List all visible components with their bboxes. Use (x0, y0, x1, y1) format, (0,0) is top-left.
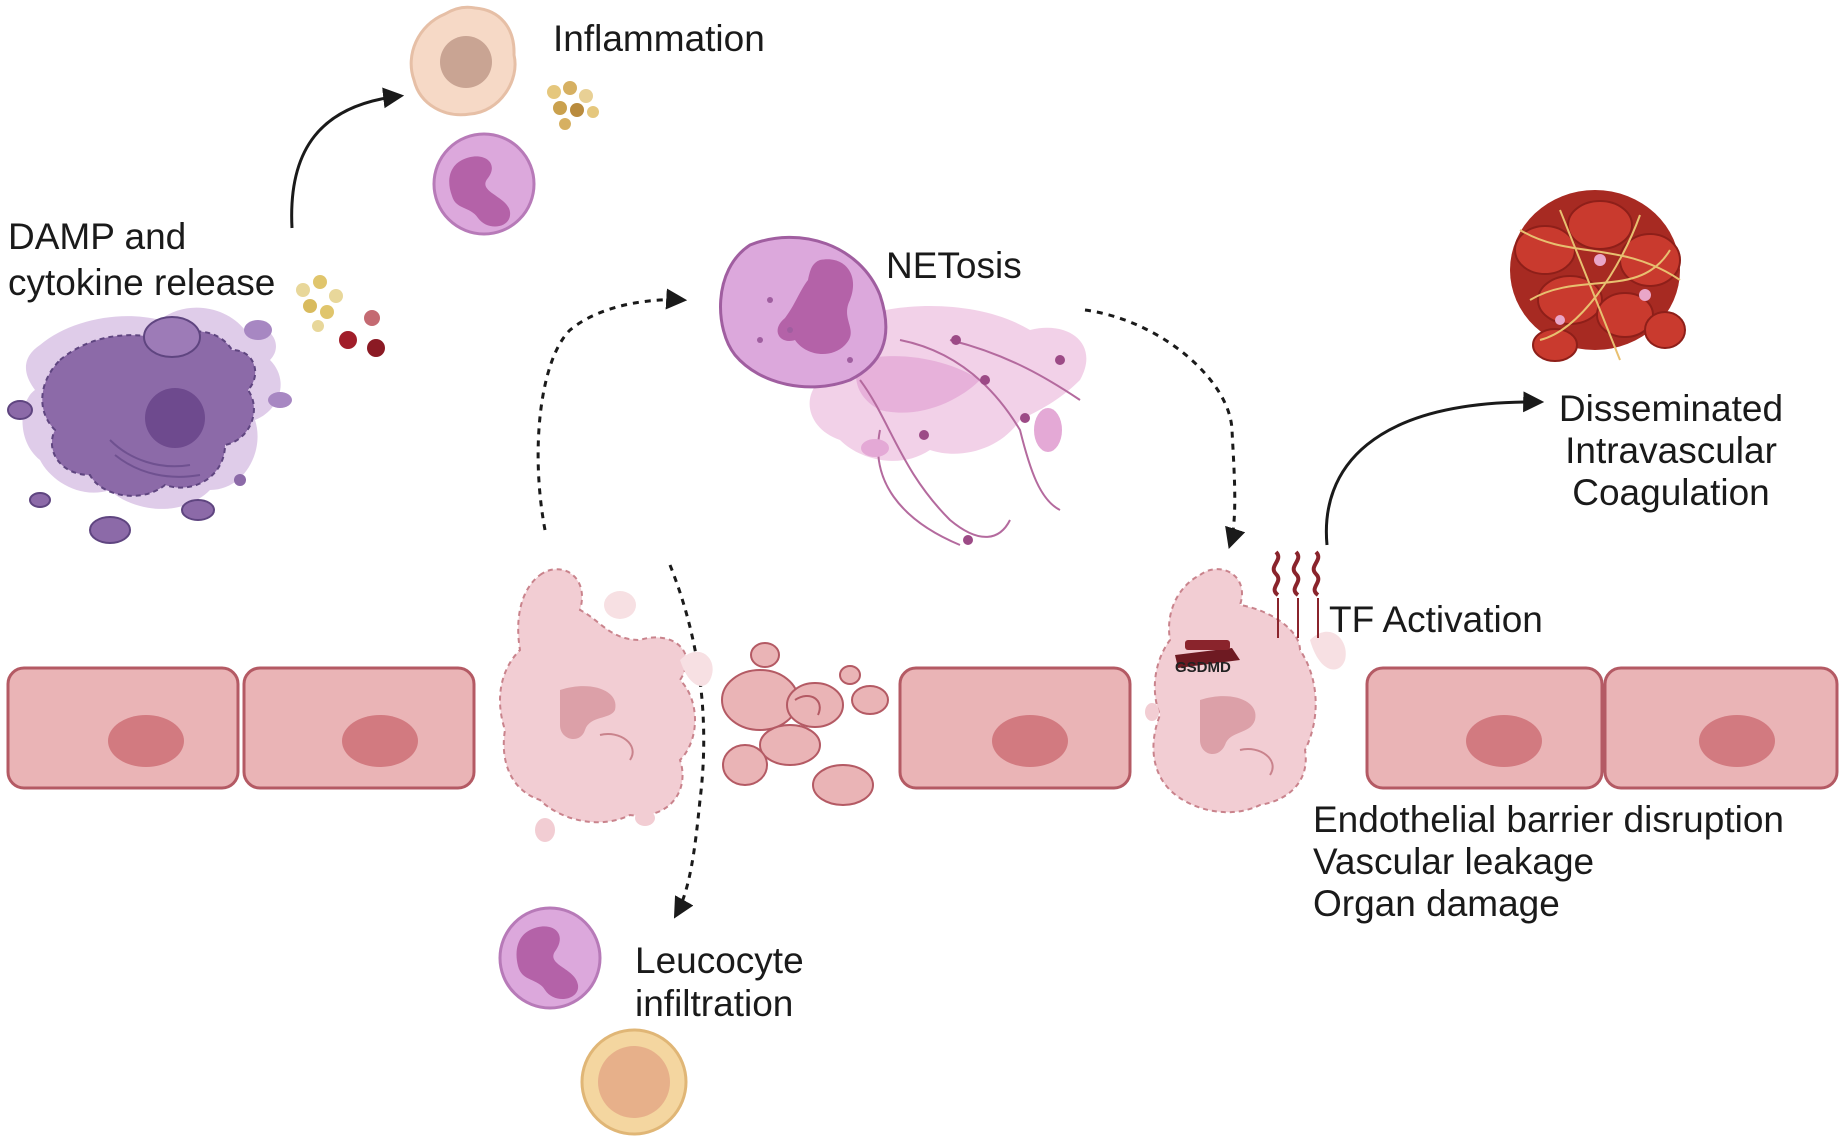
dic-label-line3: Coagulation (1572, 472, 1769, 513)
outcome-barrier-disruption: Endothelial barrier disruption (1313, 799, 1784, 840)
cell-debris-icon (721, 642, 889, 806)
dic-group: Disseminated Intravascular Coagulation (1510, 190, 1783, 513)
leucocyte-label-line1: Leucocyte (635, 940, 804, 981)
dying-macrophage-icon (7, 307, 292, 544)
inflammation-label: Inflammation (553, 18, 765, 59)
damp-release-group: DAMP and cytokine release (7, 216, 385, 544)
pyroptotic-cell-tf-icon (1145, 568, 1346, 814)
arrow-tf-to-dic (1324, 391, 1545, 546)
inflammatory-cell-icon (409, 5, 517, 117)
outcomes-list: Endothelial barrier disruption Vascular … (1313, 799, 1784, 924)
blood-clot-icon (1510, 190, 1686, 362)
damp-label-line2: cytokine release (8, 262, 275, 303)
leucocyte-group: Leucocyte infiltration (498, 906, 804, 1136)
dic-label-line1: Disseminated (1559, 388, 1783, 429)
arrow-damp-to-inflammation (290, 87, 405, 229)
gsdmd-pore-icon (1175, 640, 1240, 668)
netotic-neutrophil-icon (719, 235, 888, 389)
neutrophil-icon (498, 906, 602, 1010)
endothelial-layer: GSDMD TF Activation (6, 550, 1839, 842)
netosis-label: NETosis (886, 245, 1022, 286)
outcome-vascular-leakage: Vascular leakage (1313, 841, 1594, 882)
pyroptotic-cell-icon (499, 568, 713, 842)
gsdmd-label: GSDMD (1175, 659, 1231, 676)
damp-particles-icon (296, 275, 385, 357)
netosis-group: NETosis (719, 235, 1087, 546)
endothelial-cell (1603, 666, 1839, 790)
dashed-arrow-to-leucocyte (668, 564, 706, 919)
endothelial-cell (898, 666, 1132, 790)
endothelial-cell (242, 666, 476, 790)
tissue-factor-icon (1271, 550, 1321, 638)
endothelial-cell (1365, 666, 1604, 790)
dic-label-line2: Intravascular (1565, 430, 1777, 471)
dashed-arrow-to-netosis (536, 288, 688, 531)
endothelial-cell (6, 666, 240, 790)
neutrophil-icon (432, 132, 536, 236)
lymphocyte-icon (580, 1028, 688, 1136)
dashed-arrow-netosis-to-tf (1084, 308, 1246, 550)
leucocyte-label-line2: infiltration (635, 983, 793, 1024)
tf-activation-label: TF Activation (1329, 599, 1543, 640)
outcome-organ-damage: Organ damage (1313, 883, 1560, 924)
cytokine-granules-icon (547, 81, 599, 130)
damp-label-line1: DAMP and (8, 216, 186, 257)
inflammation-group: Inflammation (409, 5, 765, 236)
